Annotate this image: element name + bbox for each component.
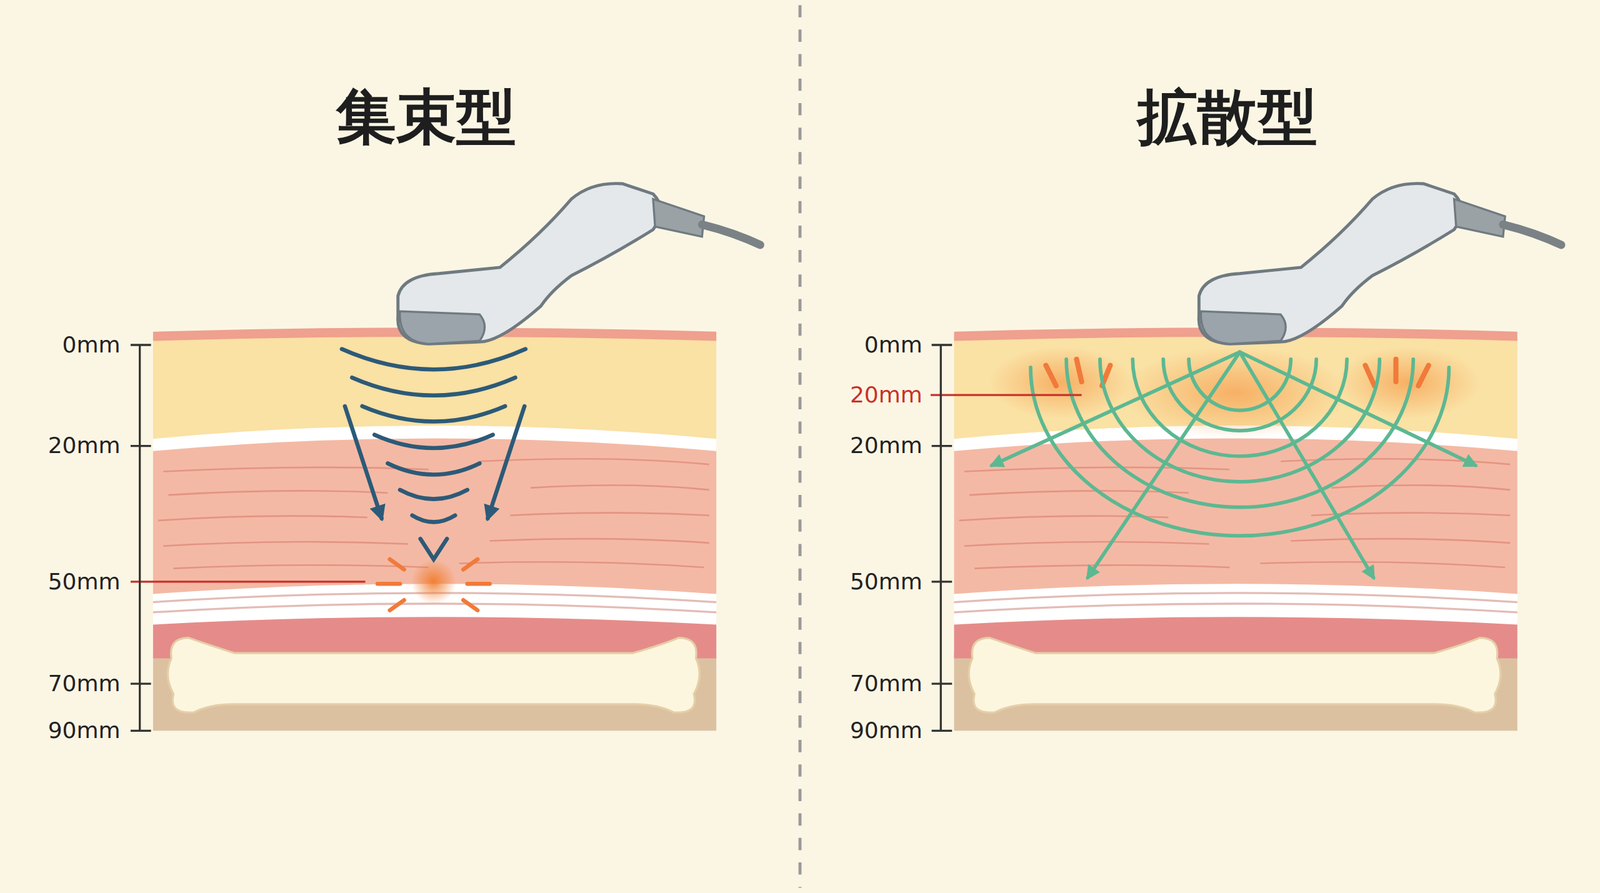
panel-title: 拡散型 <box>1137 77 1318 159</box>
depth-label: 0mm <box>62 333 121 357</box>
depth-label: 90mm <box>48 719 121 742</box>
depth-label: 50mm <box>48 570 121 594</box>
depth-label: 20mm <box>48 434 121 457</box>
depth-label: 70mm <box>850 672 923 695</box>
panel-title: 集束型 <box>336 77 517 159</box>
depth-label: 0mm <box>864 333 923 357</box>
depth-label: 50mm <box>850 570 923 594</box>
depth-label: 20mm <box>850 383 923 407</box>
depth-label: 90mm <box>850 719 923 742</box>
depth-label: 20mm <box>850 434 923 457</box>
depth-label: 70mm <box>48 672 121 695</box>
